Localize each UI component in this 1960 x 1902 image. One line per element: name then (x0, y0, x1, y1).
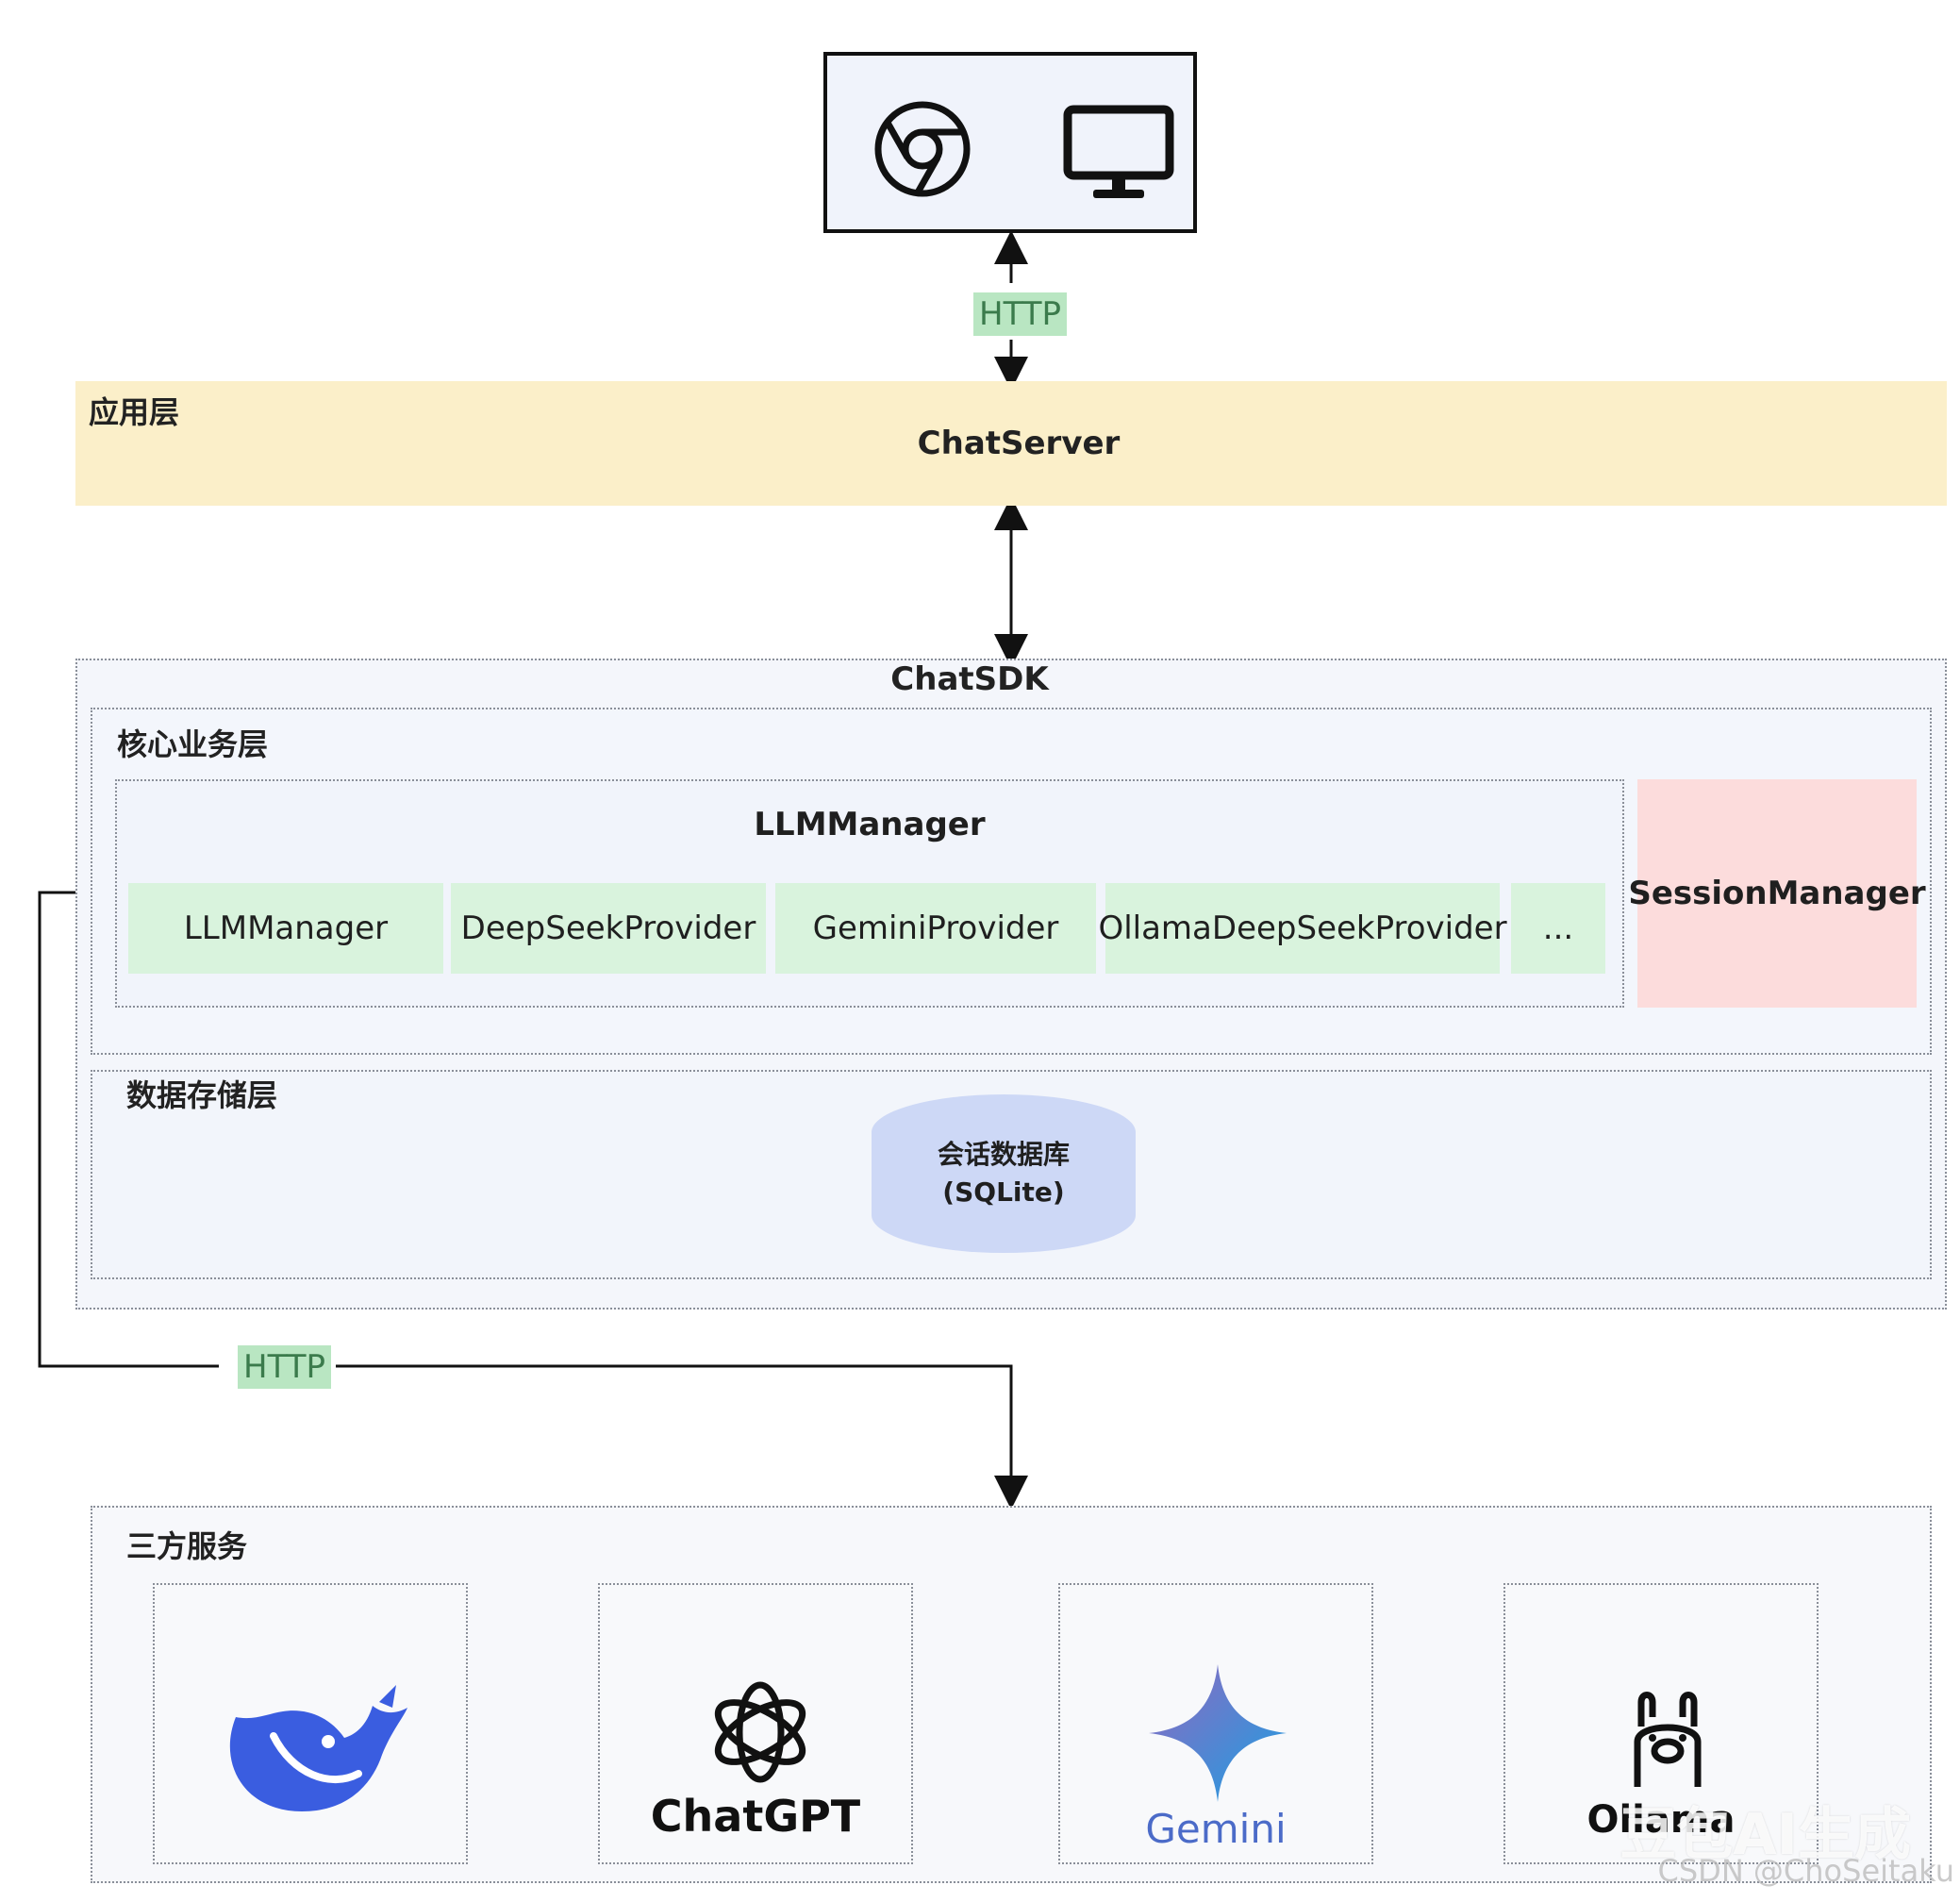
session-manager: SessionManager (1628, 779, 1926, 1008)
database-engine: (SQLite) (942, 1176, 1065, 1208)
core-business-layer-title: 核心业务层 (117, 726, 269, 762)
provider-ollama-deepseek: OllamaDeepSeekProvider (1098, 883, 1507, 974)
openai-icon (714, 1681, 806, 1783)
chatserver-label: ChatServer (917, 425, 1121, 462)
monitor-icon (1063, 105, 1174, 198)
sdk-thirdparty-left-line (38, 876, 219, 1368)
client-box (823, 52, 1197, 233)
session-database: 会话数据库 (SQLite) (872, 1094, 1136, 1253)
chatgpt-label: ChatGPT (650, 1791, 861, 1842)
service-card-gemini: Gemini (1058, 1583, 1373, 1864)
provider-llmmanager: LLMManager (128, 883, 443, 974)
http-label-bottom: HTTP (238, 1345, 332, 1389)
deepseek-whale-icon (229, 1685, 407, 1811)
third-party-title: 三方服务 (126, 1528, 248, 1564)
data-storage-layer-title: 数据存储层 (126, 1077, 278, 1113)
service-card-chatgpt: ChatGPT (598, 1583, 913, 1864)
csdn-credit-watermark: CSDN @ChoSeitaku (1657, 1853, 1954, 1889)
chrome-icon (874, 101, 971, 197)
ollama-llama-icon (1634, 1692, 1702, 1787)
service-card-deepseek (153, 1583, 468, 1864)
gemini-label: Gemini (1145, 1806, 1287, 1852)
service-card-ollama: Ollama (1503, 1583, 1819, 1864)
database-name: 会话数据库 (937, 1139, 1070, 1170)
application-layer-title: 应用层 (89, 394, 180, 430)
ai-generated-watermark: 豆包AI生成 (1619, 1802, 1911, 1868)
provider-more: ... (1511, 883, 1605, 974)
provider-gemini: GeminiProvider (775, 883, 1096, 974)
application-layer: 应用层 ChatServer (75, 381, 1947, 506)
sdk-thirdparty-right-line (336, 1364, 1028, 1510)
gemini-star-icon (1149, 1664, 1287, 1802)
ollama-label: Ollama (1586, 1798, 1736, 1842)
chatsdk-title: ChatSDK (890, 660, 1049, 698)
http-label-top: HTTP (973, 292, 1068, 336)
llm-manager-title: LLMManager (754, 806, 986, 843)
provider-deepseek: DeepSeekProvider (451, 883, 766, 974)
